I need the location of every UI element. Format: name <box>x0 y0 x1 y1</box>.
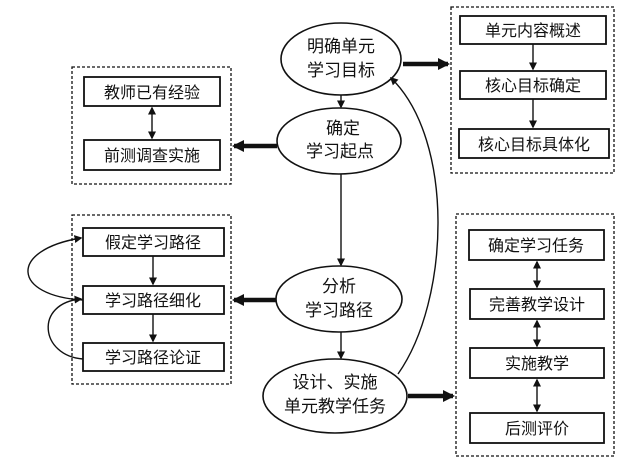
step-implement-teaching: 实施教学 <box>469 347 605 379</box>
node-analyze-learning-path-line2: 学习路径 <box>305 301 373 321</box>
svg-text:确定学习任务: 确定学习任务 <box>488 236 584 255</box>
group-start-steps <box>71 66 232 185</box>
arrow-design-feedback-to-goal <box>389 76 439 375</box>
svg-text:假定学习路径: 假定学习路径 <box>105 233 201 252</box>
svg-text:实施教学: 实施教学 <box>505 354 569 373</box>
svg-text:完善教学设计: 完善教学设计 <box>489 295 585 314</box>
step-core-goal-specification: 核心目标具体化 <box>458 128 610 159</box>
node-analyze-learning-path-line1: 分析 <box>322 277 356 297</box>
svg-text:核心目标具体化: 核心目标具体化 <box>478 135 590 154</box>
step-verify-path: 学习路径论证 <box>82 342 225 372</box>
node-define-unit-goals-line2: 学习目标 <box>307 61 375 81</box>
svg-text:学习路径细化: 学习路径细化 <box>105 291 201 310</box>
svg-text:单元内容概述: 单元内容概述 <box>485 21 581 40</box>
node-define-unit-goals-line1: 明确单元 <box>307 37 375 57</box>
node-design-implement-tasks: 设计、实施 单元教学任务 <box>262 358 408 434</box>
node-determine-starting-point-line1: 确定 <box>326 119 360 139</box>
node-design-implement-tasks-line1: 设计、实施 <box>293 373 378 393</box>
node-determine-starting-point-line2: 学习起点 <box>306 142 374 162</box>
node-design-implement-tasks-line2: 单元教学任务 <box>284 397 386 417</box>
step-core-goal-determination: 核心目标确定 <box>459 70 607 100</box>
loop-arrow-refine-to-hypothesize <box>27 235 84 301</box>
svg-text:后测评价: 后测评价 <box>505 419 569 438</box>
step-hypothesize-path: 假定学习路径 <box>82 227 225 257</box>
node-analyze-learning-path: 分析 学习路径 <box>275 265 403 333</box>
step-pretest-survey: 前测调查实施 <box>83 139 221 171</box>
svg-text:前测调查实施: 前测调查实施 <box>104 146 200 165</box>
svg-text:教师已有经验: 教师已有经验 <box>104 83 200 102</box>
step-unit-content-overview: 单元内容概述 <box>459 15 607 45</box>
svg-text:学习路径论证: 学习路径论证 <box>105 348 201 367</box>
node-determine-starting-point: 确定 学习起点 <box>276 107 402 175</box>
step-define-learning-task: 确定学习任务 <box>468 229 605 261</box>
svg-text:核心目标确定: 核心目标确定 <box>485 76 581 95</box>
node-define-unit-goals: 明确单元 学习目标 <box>280 22 402 96</box>
step-teacher-experience: 教师已有经验 <box>83 76 221 107</box>
loop-arrow-verify-to-refine <box>47 295 84 360</box>
step-posttest-evaluation: 后测评价 <box>469 412 605 444</box>
step-improve-teaching-design: 完善教学设计 <box>469 288 605 320</box>
group-goal-steps <box>450 6 615 174</box>
step-refine-path: 学习路径细化 <box>82 285 225 315</box>
